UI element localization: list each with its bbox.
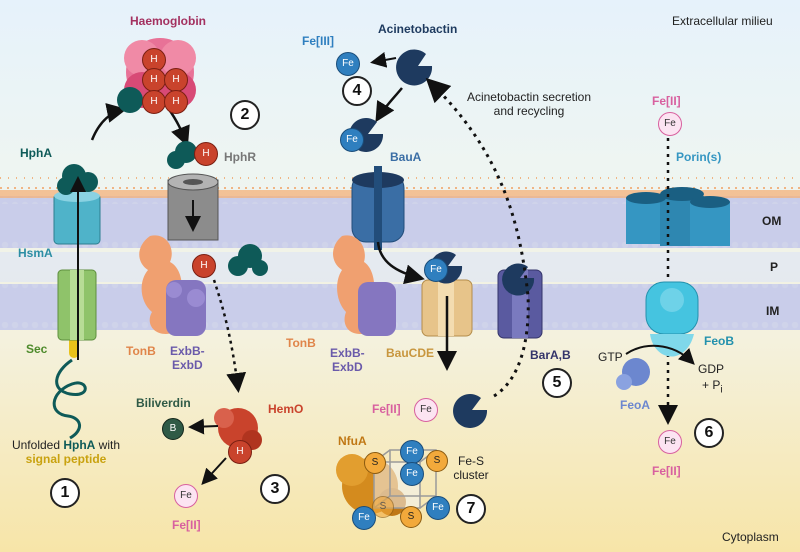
hphr-label: HphR [224, 150, 256, 164]
acinetobactin-release-arrow [370, 51, 397, 68]
fes-cluster-label: Fe-S cluster [453, 454, 489, 483]
unfolded-prefix: Unfolded [11, 438, 64, 452]
exbd-label-left: ExbD [171, 358, 203, 373]
hpha-to-haemoglobin-arrow [90, 103, 127, 141]
baucde-label: BauCDE [386, 346, 435, 360]
haemoglobin-label: Haemoglobin [130, 14, 207, 28]
step-2: 2 [230, 100, 260, 130]
fe-atom-4: Fe [426, 496, 450, 520]
fe3-ion-free: Fe [336, 52, 360, 76]
tonb-label-right: TonB [286, 336, 316, 350]
acinetobactin-recycling-path [425, 77, 530, 398]
pi-subscript: i [720, 384, 723, 396]
step-4: 4 [342, 76, 372, 106]
pi-label: + P [702, 378, 721, 392]
sulfur-atom-4: S [400, 506, 422, 528]
heme-ion-hphr: H [194, 142, 218, 166]
acinetobactin-label: Acinetobactin [378, 22, 458, 36]
hemo-enzyme [214, 408, 262, 450]
feoa-label: FeoA [620, 398, 650, 412]
acinetobactin-top [396, 49, 433, 86]
barab-acinetobactin [502, 263, 535, 296]
baua-receptor [351, 166, 405, 250]
sulfur-atom-2: S [426, 450, 448, 472]
biliverdin-ion: B [162, 418, 184, 440]
gdp-label: GDP [698, 362, 725, 376]
baua-to-baucde-arrow [376, 241, 425, 285]
unfolded-hpha-name: HphA [63, 438, 96, 452]
heme-ion-hemo: H [228, 440, 252, 464]
fe2-ion-hemo: Fe [174, 484, 198, 508]
sulfur-atom-3: S [372, 496, 394, 518]
heme-ion-3: H [164, 68, 188, 92]
fe-atom-2: Fe [400, 462, 424, 486]
exbb-label-right: ExbB- [330, 346, 365, 360]
tonb-complex-left [139, 235, 206, 336]
heme-transport-path [212, 279, 247, 393]
phosphate-label: + Pi [702, 378, 723, 396]
hpha-released [228, 244, 268, 276]
heme-ion-4: H [142, 90, 166, 114]
extracellular-label: Extracellular milieu [672, 14, 773, 28]
step-6: 6 [694, 418, 724, 448]
im-label: IM [766, 304, 780, 318]
hsma-label: HsmA [18, 246, 53, 260]
fe2-hemo-label: Fe[II] [172, 518, 201, 532]
fe3-label: Fe[III] [302, 34, 334, 48]
fe-atom-1: Fe [400, 440, 424, 464]
acinetobactin-capture-arrow [375, 87, 403, 123]
sulfur-atom-1: S [364, 452, 386, 474]
fe2-feo-label: Fe[II] [652, 464, 681, 478]
hpha-bound [167, 141, 197, 169]
secretion-recycling-label: Acinetobactin secretion and recycling [466, 90, 592, 119]
feob-label: FeoB [704, 334, 734, 348]
fe3-ion-bound: Fe [340, 128, 364, 152]
exbb-exbd-label-right: ExbB-ExbD [330, 346, 365, 375]
fe2-top-label: Fe[II] [652, 94, 681, 108]
fe2-ion-feo: Fe [658, 430, 682, 454]
signal-peptide-label: signal peptide [25, 452, 107, 467]
fe2-ion-mid: Fe [414, 398, 438, 422]
fe3-ion-baucde: Fe [424, 258, 448, 282]
step-7: 7 [456, 494, 486, 524]
tonb-label-left: TonB [126, 344, 156, 358]
barab-label: BarA,B [530, 348, 571, 362]
exbd-label-right: ExbD [331, 360, 363, 375]
porins-label: Porin(s) [676, 150, 722, 164]
baua-label: BauA [390, 150, 422, 164]
exbb-exbd-label-left: ExbB-ExbD [170, 344, 205, 373]
biliverdin-label: Biliverdin [136, 396, 191, 410]
fe-atom-3: Fe [352, 506, 376, 530]
cytoplasm-label: Cytoplasm [722, 530, 779, 544]
hemo-label: HemO [268, 402, 304, 416]
hpha-label: HphA [20, 146, 52, 160]
tonb-complex-right [333, 235, 396, 336]
fe2-mid-label: Fe[II] [372, 402, 401, 416]
step-3: 3 [260, 474, 290, 504]
heme-ion-2: H [142, 68, 166, 92]
om-label: OM [762, 214, 782, 228]
sec-label: Sec [26, 342, 48, 356]
heme-ion-periplasm: H [192, 254, 216, 278]
periplasm [0, 252, 800, 282]
free-acinetobactin [453, 393, 488, 428]
porin-channels [626, 187, 730, 246]
step-1: 1 [50, 478, 80, 508]
hemo-to-biliverdin-arrow [188, 418, 219, 435]
unfolded-suffix: with [95, 438, 121, 452]
gtp-hydrolysis-arrow [625, 344, 695, 365]
hemo-to-fe-arrow [201, 457, 227, 485]
heme-ion-5: H [164, 90, 188, 114]
exbb-label-left: ExbB- [170, 344, 205, 358]
unfolded-hpha-chain [52, 358, 87, 440]
nfua-label: NfuA [338, 434, 367, 448]
feoa-protein [616, 358, 650, 390]
fe2-ion-top: Fe [658, 112, 682, 136]
periplasm-label: P [770, 260, 779, 274]
gtp-label: GTP [598, 350, 623, 364]
step-5: 5 [542, 368, 572, 398]
